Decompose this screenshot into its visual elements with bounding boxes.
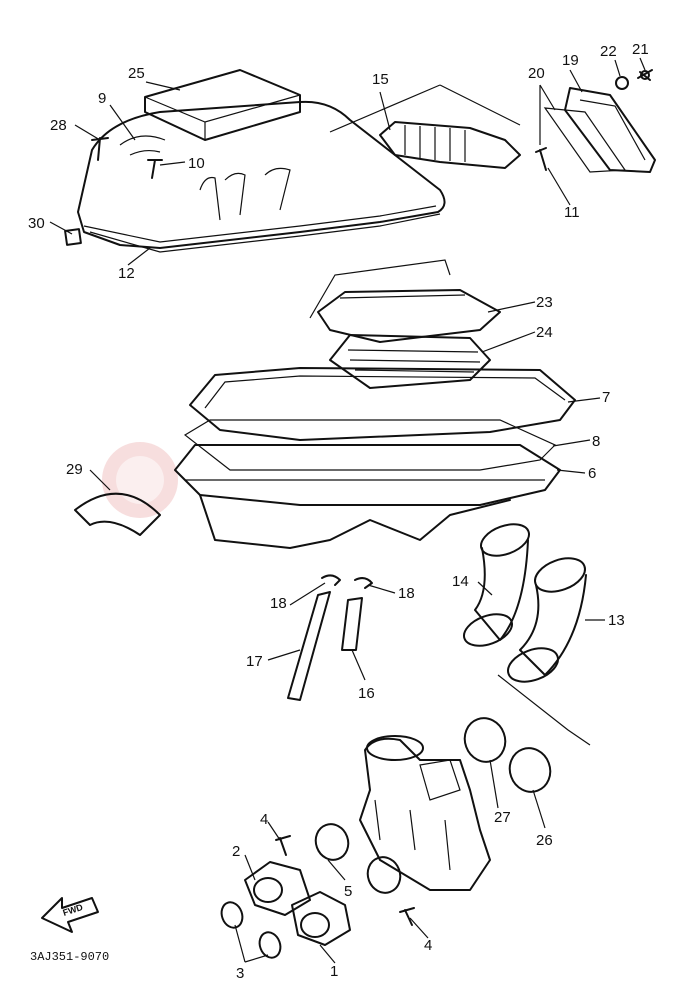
element-24 [329, 334, 491, 389]
callout-23: 23 [536, 294, 553, 311]
callout-2: 2 [232, 843, 240, 860]
cover-plate [543, 87, 656, 173]
duct-joint [379, 121, 521, 169]
callout-4a: 4 [260, 811, 268, 828]
drain-hoses [287, 574, 373, 701]
funnel-14 [463, 523, 530, 647]
callout-25: 25 [128, 65, 145, 82]
callout-22: 22 [600, 43, 617, 60]
bands-26-27 [463, 717, 552, 793]
fwd-label: FWD [62, 902, 85, 918]
callout-29: 29 [66, 461, 83, 478]
callout-numbers: 1 2 3 4 4 5 6 7 8 9 10 11 12 13 14 15 16… [28, 41, 649, 982]
hardware-top [64, 69, 653, 246]
callout-15: 15 [372, 71, 389, 88]
gasket-7 [189, 259, 576, 441]
air-cleaner-case-lower [174, 444, 561, 549]
callout-3: 3 [236, 965, 244, 982]
leader-lines [49, 57, 646, 964]
element-23 [317, 289, 501, 343]
callout-7: 7 [602, 389, 610, 406]
callout-18a: 18 [270, 595, 287, 612]
callout-10: 10 [188, 155, 205, 172]
callout-1: 1 [330, 963, 338, 980]
callout-6: 6 [588, 465, 596, 482]
callout-18b: 18 [398, 585, 415, 602]
callout-12: 12 [118, 265, 135, 282]
callout-28: 28 [50, 117, 67, 134]
element-sheet [144, 69, 301, 141]
callout-13: 13 [608, 612, 625, 629]
callout-14: 14 [452, 573, 469, 590]
carburetor-assembly [359, 735, 491, 891]
callout-19: 19 [562, 52, 579, 69]
diagram-code: 3AJ351-9070 [30, 950, 109, 964]
callout-26: 26 [536, 832, 553, 849]
callout-27: 27 [494, 809, 511, 826]
callout-9: 9 [98, 90, 106, 107]
callout-16: 16 [358, 685, 375, 702]
callout-8: 8 [592, 433, 600, 450]
callout-21: 21 [632, 41, 649, 58]
watermark [102, 442, 178, 518]
callout-17: 17 [246, 653, 263, 670]
callout-5: 5 [344, 883, 352, 900]
seal-29 [74, 492, 161, 536]
forward-direction-arrow: FWD [41, 897, 99, 933]
callout-4b: 4 [424, 937, 432, 954]
gasket-8 [183, 419, 557, 471]
funnel-13 [507, 557, 587, 683]
callout-20: 20 [528, 65, 545, 82]
callout-11: 11 [564, 204, 580, 221]
callout-24: 24 [536, 324, 553, 341]
carburetor-joints [220, 823, 415, 959]
callout-30: 30 [28, 215, 45, 232]
air-cleaner-case-cover [77, 100, 446, 253]
